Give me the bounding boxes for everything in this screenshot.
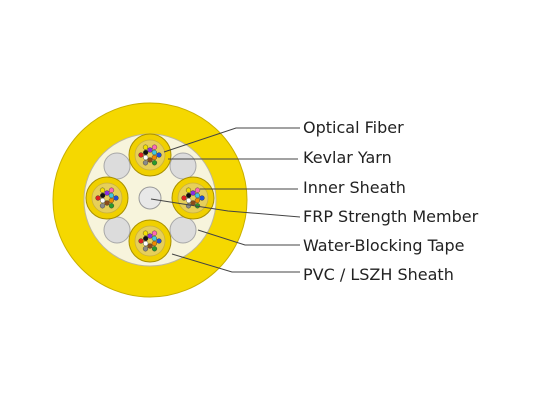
leader-line <box>150 198 301 218</box>
optical-fiber-dot <box>186 192 192 199</box>
optical-fiber-dot <box>108 187 115 193</box>
optical-fiber-dot <box>151 235 157 242</box>
optical-fiber-dot <box>151 149 157 156</box>
optical-fiber-dot <box>156 238 162 244</box>
label-pvc-lszh-sheath: PVC / LSZH Sheath <box>303 265 454 284</box>
optical-fiber-dot <box>142 144 149 150</box>
optical-fiber-dot <box>194 197 200 204</box>
optical-fiber-dot <box>142 160 149 166</box>
label-kevlar-yarn: Kevlar Yarn <box>303 148 392 167</box>
optical-fiber-dot <box>143 154 149 161</box>
label-optical-fiber: Optical Fiber <box>303 118 404 137</box>
optical-fiber-dot <box>143 149 149 156</box>
inner-sheath-subunit <box>128 219 172 263</box>
inner-sheath-subunit <box>171 176 215 220</box>
optical-fiber-dot <box>99 203 106 209</box>
optical-fiber-dot <box>143 240 149 247</box>
label-inner-sheath: Inner Sheath <box>303 178 406 197</box>
kevlar-yarn-shape <box>134 225 166 257</box>
optical-fiber-dot <box>190 190 196 196</box>
label-water-blocking-tape: Water-Blocking Tape <box>303 236 465 255</box>
inner-sheath-subunit <box>128 133 172 177</box>
optical-fiber-dot <box>108 203 115 209</box>
filler-rod <box>169 152 197 180</box>
leader-line <box>171 253 300 273</box>
label-frp-strength-member: FRP Strength Member <box>303 207 479 226</box>
leader-line <box>163 127 300 153</box>
optical-fiber-dot <box>147 157 153 163</box>
kevlar-yarn-shape <box>134 139 166 171</box>
optical-fiber-dot <box>185 187 192 193</box>
optical-fiber-dot <box>100 197 106 204</box>
optical-fiber-dot <box>99 187 106 193</box>
optical-fiber-dot <box>151 144 158 150</box>
inner-sheath-subunit <box>85 176 129 220</box>
optical-fiber-dot <box>190 200 196 206</box>
optical-fiber-dot <box>138 152 144 158</box>
optical-fiber-dot <box>151 230 158 236</box>
optical-fiber-dot <box>151 160 158 166</box>
optical-fiber-dot <box>138 238 144 244</box>
optical-fiber-dot <box>194 187 201 193</box>
optical-fiber-dot <box>143 235 149 242</box>
optical-fiber-dot <box>199 195 205 201</box>
optical-fiber-dot <box>147 233 153 239</box>
filler-rod <box>169 216 197 244</box>
optical-fiber-dot <box>147 147 153 153</box>
optical-fiber-dot <box>194 192 200 199</box>
optical-fiber-dot <box>147 243 153 249</box>
optical-fiber-dot <box>142 246 149 252</box>
optical-fiber-dot <box>100 192 106 199</box>
optical-fiber-dot <box>186 197 192 204</box>
optical-fiber-dot <box>104 190 110 196</box>
kevlar-yarn-shape <box>177 182 209 214</box>
kevlar-yarn-shape <box>91 182 123 214</box>
frp-strength-member-shape <box>138 186 162 210</box>
optical-fiber-dot <box>156 152 162 158</box>
optical-fiber-dot <box>151 246 158 252</box>
optical-fiber-dot <box>181 195 187 201</box>
optical-fiber-dot <box>142 230 149 236</box>
optical-fiber-dot <box>95 195 101 201</box>
leader-line <box>197 229 300 246</box>
optical-fiber-dot <box>108 192 114 199</box>
optical-fiber-dot <box>104 200 110 206</box>
optical-fiber-dot <box>151 240 157 247</box>
optical-fiber-dot <box>113 195 119 201</box>
optical-fiber-dot <box>108 197 114 204</box>
filler-rod <box>103 152 131 180</box>
optical-fiber-dot <box>151 154 157 161</box>
filler-rod <box>103 216 131 244</box>
